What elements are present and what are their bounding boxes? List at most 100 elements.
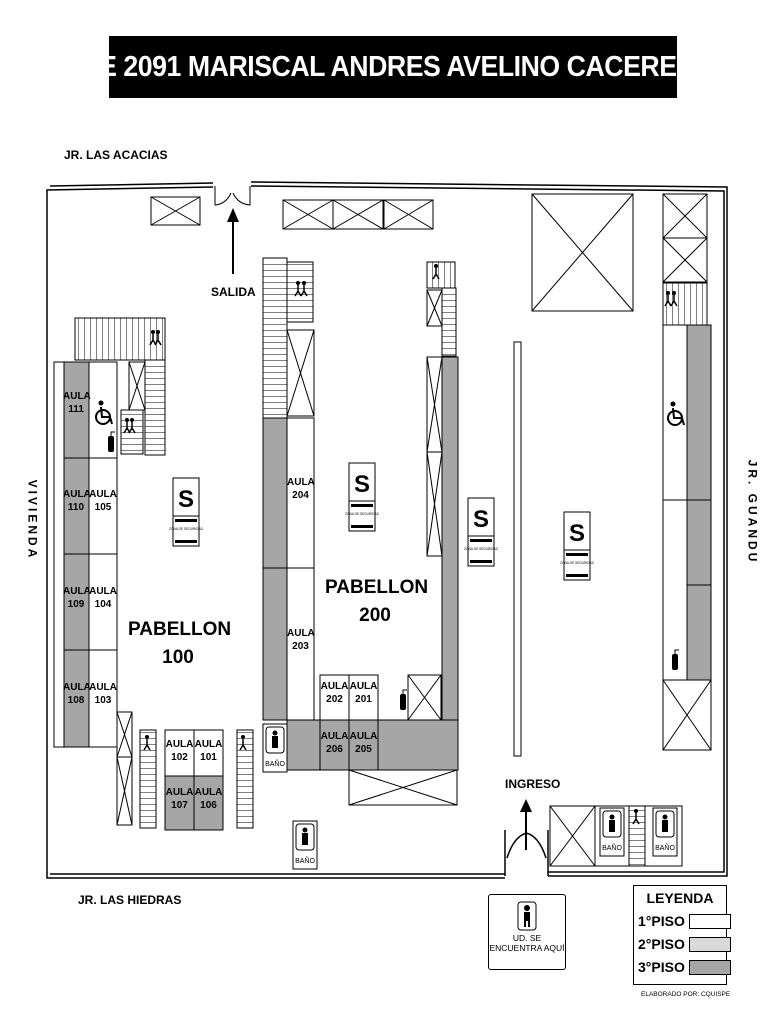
pabellon-east [549, 282, 712, 867]
crossed-box [116, 756, 133, 826]
crossed-box [332, 199, 384, 230]
entrance-label: INGRESO [505, 777, 561, 791]
svg-text:S: S [569, 520, 585, 547]
svg-text:BAÑO: BAÑO [295, 856, 315, 865]
safety-sign-icon: S ZONA DE SEGURIDAD [345, 462, 380, 532]
legend-row-3: 3°PISO [638, 959, 731, 975]
bathroom-icon: BAÑO [292, 820, 318, 870]
legend-swatch-1 [688, 913, 731, 929]
safety-sign-icon: S ZONA DE SEGURIDAD [560, 511, 595, 581]
stairs-person-icon [294, 281, 302, 297]
svg-text:BAÑO: BAÑO [655, 843, 675, 852]
stairs-person-icon [670, 291, 678, 307]
bathroom-icon: BAÑO [652, 807, 678, 857]
legend-swatch-3 [688, 959, 731, 975]
title-bar: IE 2091 MARISCAL ANDRES AVELINO CACERES [92, 36, 694, 98]
street-south: JR. LAS HIEDRAS [78, 893, 182, 907]
stairs-person-icon [154, 330, 162, 346]
you-are-here: UD. SE ENCUENTRA AQUÍ [488, 894, 566, 970]
stairs-person-icon [632, 809, 640, 825]
legend-row-1: 1°PISO [638, 913, 731, 929]
safety-sign-icon: S ZONA DE SEGURIDAD [464, 497, 499, 567]
bathroom-icon: BAÑO [599, 807, 625, 857]
map-title: IE 2091 MARISCAL ANDRES AVELINO CACERES [92, 50, 694, 83]
svg-text:S: S [178, 486, 194, 513]
crossed-box [426, 451, 443, 557]
exit-door [214, 186, 251, 206]
crossed-box [662, 237, 708, 283]
wheelchair-icon [667, 401, 685, 426]
svg-text:ZONA DE SEGURIDAD: ZONA DE SEGURIDAD [464, 547, 499, 551]
wheelchair-icon [95, 400, 113, 425]
you-are-here-line1: UD. SE [512, 933, 542, 943]
perimeter-wall [46, 181, 728, 879]
crossed-box [116, 711, 133, 758]
crossed-box [282, 199, 334, 230]
extinguisher-icon [400, 689, 407, 710]
stairs-person-icon [123, 418, 131, 434]
stairs-person-icon [128, 418, 136, 434]
exit-arrow-icon [227, 208, 239, 274]
stairs-person-icon [300, 281, 308, 297]
svg-text:BAÑO: BAÑO [602, 843, 622, 852]
crossed-box [426, 289, 443, 327]
safety-sign-icon: S ZONA DE SEGURIDAD [169, 477, 204, 547]
crossed-box [286, 329, 315, 417]
svg-text:ZONA DE SEGURIDAD: ZONA DE SEGURIDAD [345, 512, 380, 516]
crossed-box [348, 769, 458, 806]
crossed-box [662, 679, 712, 751]
entrance-arrow-icon [520, 799, 532, 850]
crossed-box [549, 805, 596, 867]
crossed-box [407, 674, 442, 721]
crossed-box [531, 193, 634, 312]
legend-swatch-2 [688, 936, 731, 952]
legend: LEYENDA 1°PISO 2°PISO 3°PISO [633, 885, 731, 985]
extinguisher-icon [672, 649, 679, 670]
crossed-box [662, 193, 708, 239]
person-icon [517, 901, 537, 931]
stairs-person-icon [239, 735, 247, 751]
svg-text:ZONA DE SEGURIDAD: ZONA DE SEGURIDAD [169, 527, 204, 531]
svg-text:BAÑO: BAÑO [265, 759, 285, 768]
crossed-box [150, 196, 201, 226]
entrance-door [504, 830, 549, 876]
street-north: JR. LAS ACACIAS [64, 148, 168, 162]
credit: ELABORADO POR: CQUISPE [641, 991, 731, 998]
crossed-box [128, 361, 146, 411]
stairs-person-icon [432, 264, 440, 280]
legend-row-2: 2°PISO [638, 936, 731, 952]
svg-text:S: S [473, 506, 489, 533]
stairs-person-icon [664, 291, 672, 307]
bathroom-icon: BAÑO [262, 723, 288, 773]
extinguisher-icon [108, 431, 115, 452]
exit-label: SALIDA [211, 285, 256, 299]
legend-title: LEYENDA [646, 890, 714, 906]
pabellon-200 [262, 257, 522, 771]
svg-text:S: S [354, 471, 370, 498]
svg-text:ZONA DE SEGURIDAD: ZONA DE SEGURIDAD [560, 561, 595, 565]
stairs-person-icon [143, 735, 151, 751]
crossed-box [426, 356, 443, 453]
you-are-here-line2: ENCUENTRA AQUÍ [489, 943, 565, 953]
crossed-box [383, 199, 434, 230]
pabellon-100 [53, 317, 254, 831]
